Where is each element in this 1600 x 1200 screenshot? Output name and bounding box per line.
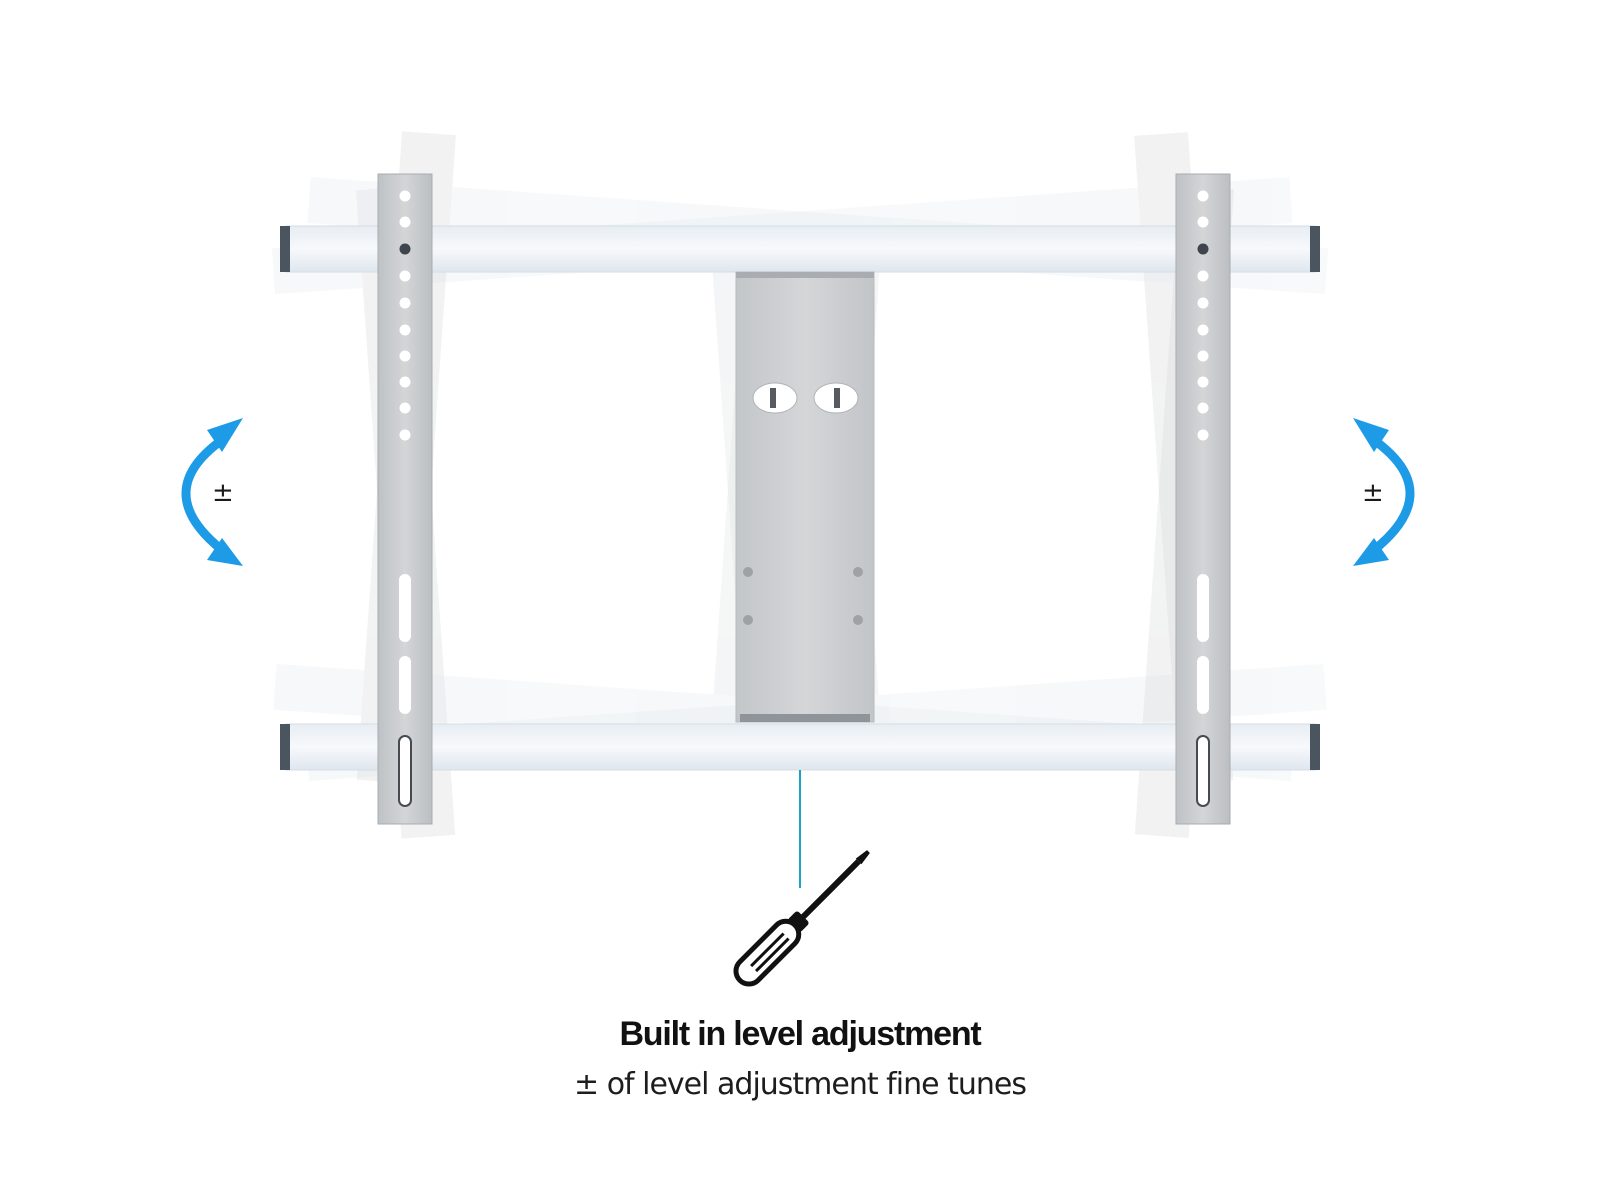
right-vertical-arm bbox=[1175, 173, 1231, 825]
top-rail bbox=[280, 225, 1320, 273]
caption-subtitle: ± of level adjustment fine tunes bbox=[574, 1067, 1027, 1102]
center-mount-plate bbox=[735, 271, 875, 723]
curved-double-arrow-icon bbox=[181, 418, 243, 566]
tilt-plus-minus-left: ± bbox=[212, 478, 234, 508]
bottom-rail bbox=[280, 723, 1320, 771]
screwdriver-icon bbox=[733, 850, 870, 987]
left-vertical-arm bbox=[377, 173, 433, 825]
curved-double-arrow-icon bbox=[1353, 418, 1415, 566]
tilt-plus-minus-right: ± bbox=[1362, 478, 1384, 508]
caption-title: Built in level adjustment bbox=[619, 1015, 981, 1053]
